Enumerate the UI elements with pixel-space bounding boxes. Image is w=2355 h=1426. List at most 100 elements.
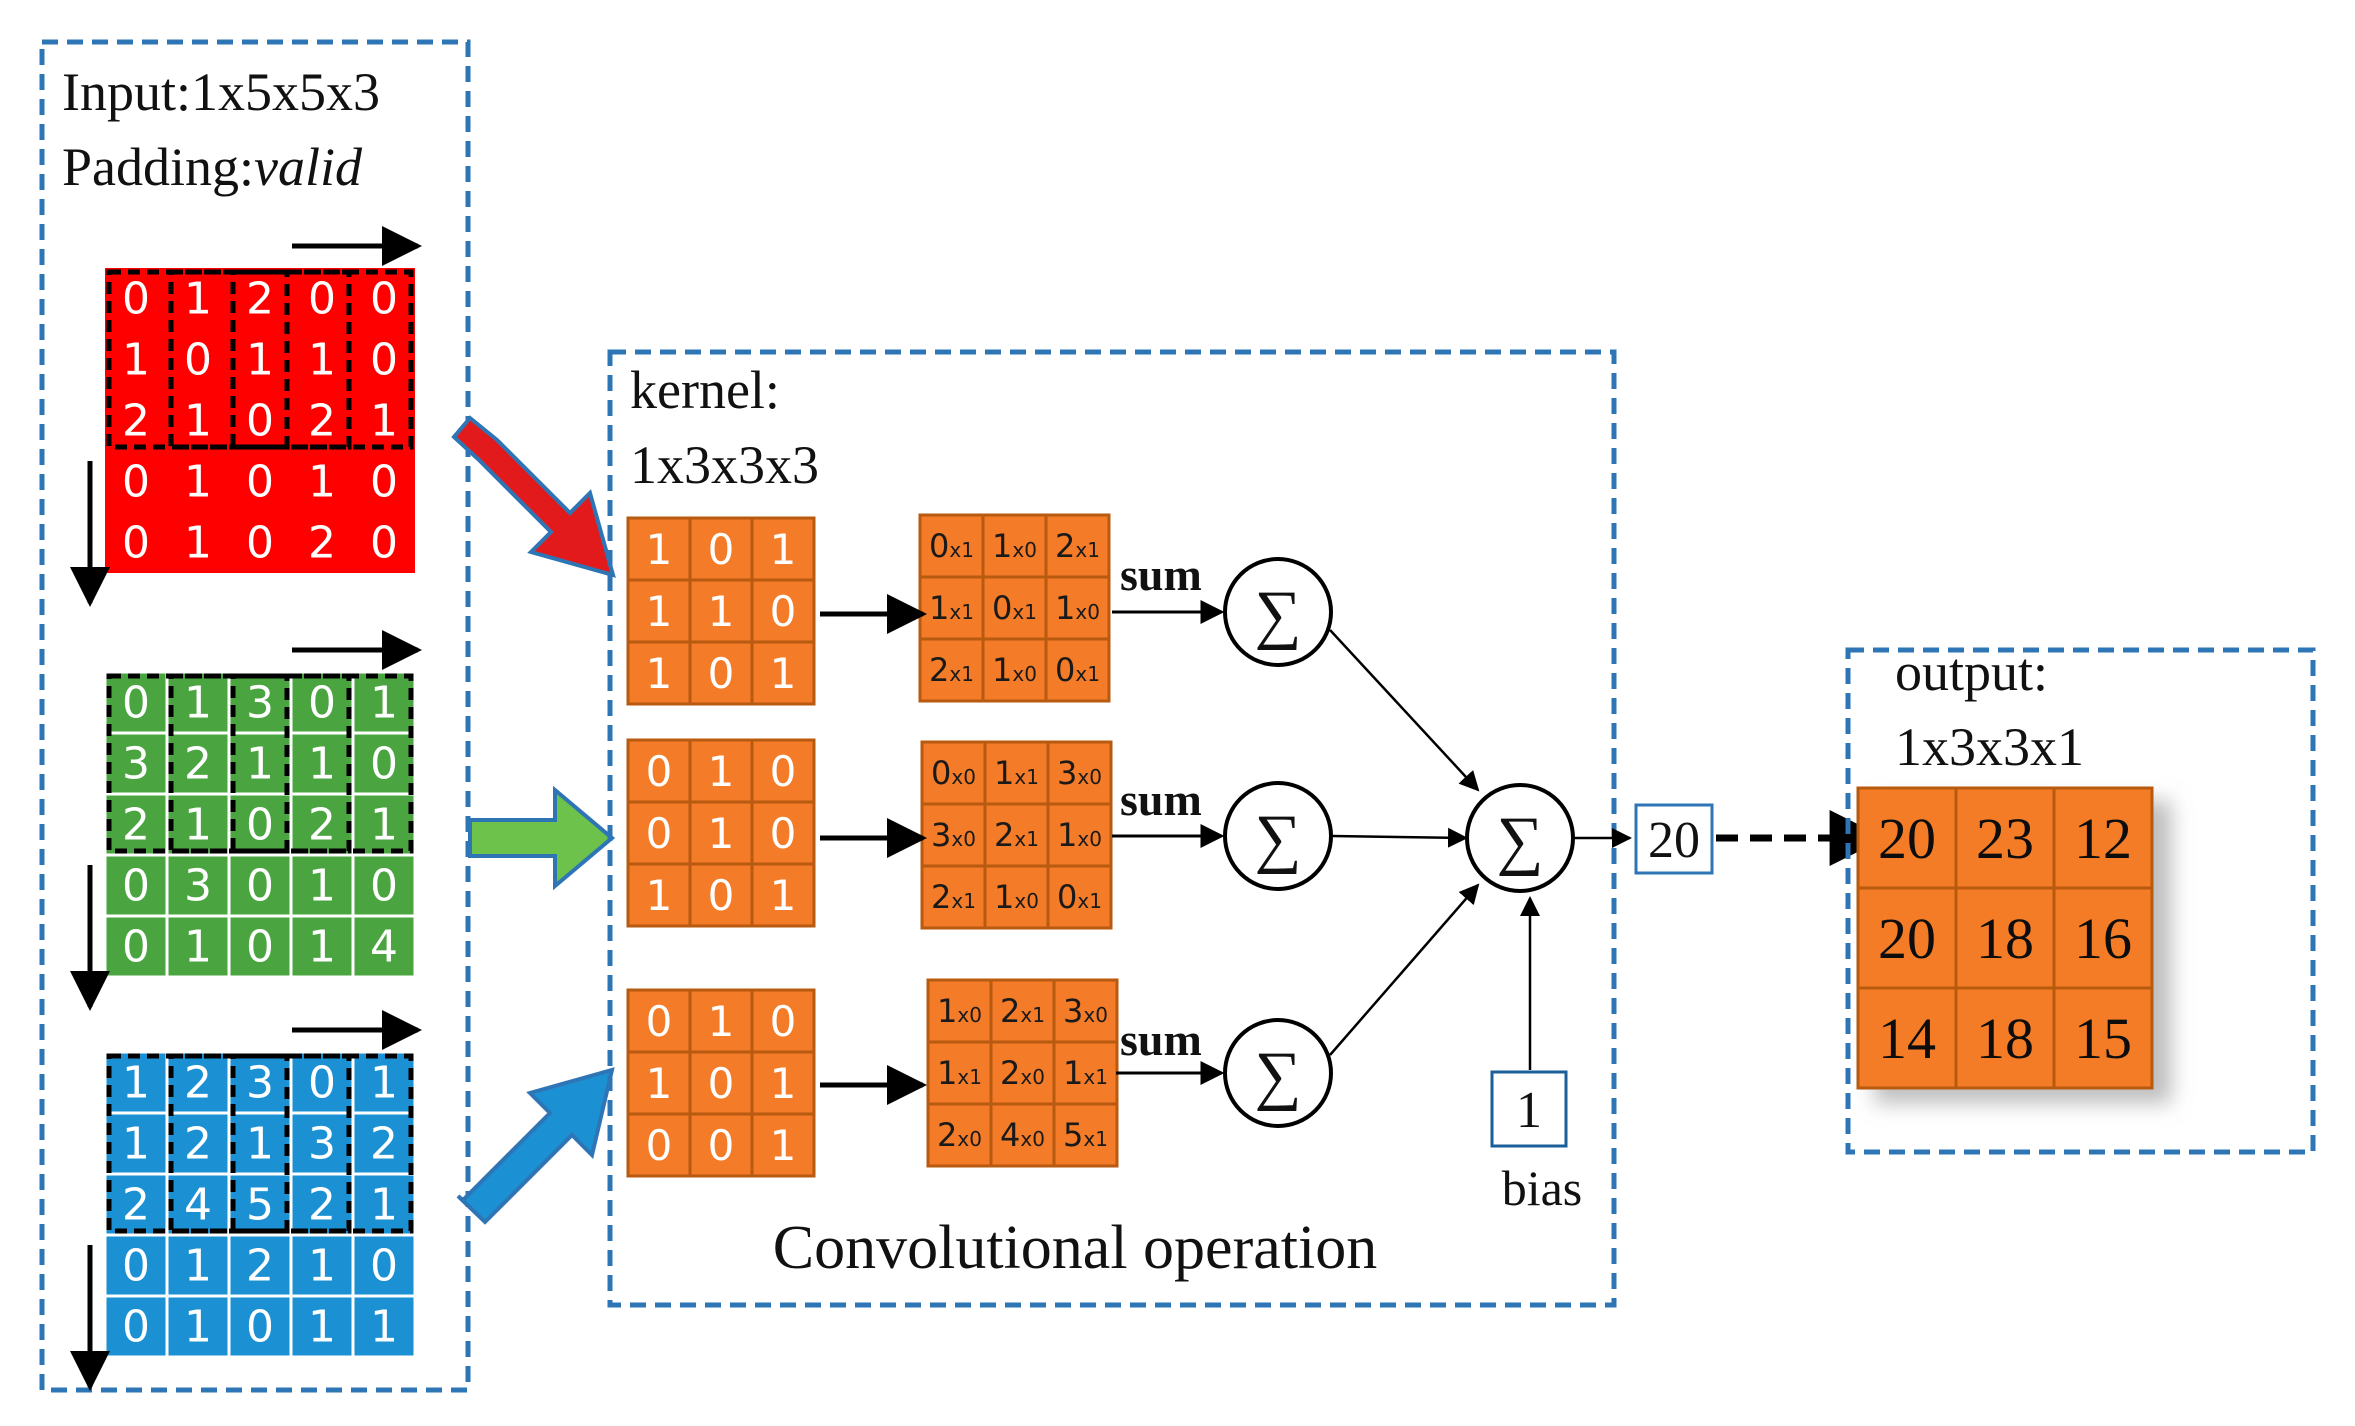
input-cell-value: 0 <box>370 518 398 569</box>
sigma-symbol: ∑ <box>1254 802 1301 875</box>
input-cell-value: 0 <box>308 1058 336 1109</box>
kernel-cell-value: 1 <box>708 997 735 1046</box>
kernel-cell <box>750 988 816 1054</box>
channel-background <box>105 268 415 573</box>
kernel-cell <box>688 640 754 706</box>
product-cell-value: 0x0 <box>931 754 976 792</box>
product-cell <box>983 802 1050 868</box>
input-cell-value: 0 <box>370 1241 398 1292</box>
product-cell <box>926 1040 993 1106</box>
input-cell-value: 0 <box>370 861 398 912</box>
kernel-cell-value: 0 <box>646 1121 673 1170</box>
input-cell-value: 1 <box>184 396 212 447</box>
product-cell-value: 1x0 <box>1055 589 1100 627</box>
kernel-cell <box>626 516 692 582</box>
input-cell-value: 0 <box>122 1302 150 1353</box>
bias-label: bias <box>1502 1160 1583 1216</box>
output-shape-label: 1x3x3x1 <box>1895 717 2084 777</box>
kernel-cell-value: 1 <box>646 1059 673 1108</box>
kernel-cell-value: 1 <box>770 871 797 920</box>
channel-sum-node-1: ∑ <box>1223 557 1333 667</box>
output-cell <box>1954 986 2056 1090</box>
product-cell-value: 0x1 <box>929 527 974 565</box>
input-cell-value: 1 <box>246 1119 274 1170</box>
channel-sum-node-2: ∑ <box>1223 781 1333 891</box>
total-sum-node: ∑ <box>1465 783 1575 893</box>
kernel-window-outline <box>230 269 414 450</box>
product-cell <box>1052 1040 1119 1106</box>
input-cell-value: 1 <box>370 1180 398 1231</box>
kernel-cell <box>750 1050 816 1116</box>
input-cell-value: 0 <box>246 861 274 912</box>
product-cell-value: 2x1 <box>1000 992 1045 1030</box>
product-cell <box>1052 1102 1119 1168</box>
sum-label-2: sum <box>1120 774 1202 825</box>
kernel-cell-value: 1 <box>646 587 673 636</box>
input-cell-value: 0 <box>122 457 150 508</box>
input-cell-value: 1 <box>122 1058 150 1109</box>
kernel-cell-value: 0 <box>708 1059 735 1108</box>
output-title: output: <box>1895 642 2048 702</box>
output-cell <box>1954 786 2056 890</box>
kernel-cell-value: 0 <box>770 809 797 858</box>
kernel-cell <box>750 1112 816 1178</box>
input-cell-value: 0 <box>246 800 274 851</box>
product-cell-value: 2x1 <box>994 816 1039 854</box>
input-cell-value: 2 <box>184 739 212 790</box>
input-cell-value: 0 <box>370 274 398 325</box>
output-cell-value: 20 <box>1878 806 1936 871</box>
input-cell-value: 2 <box>184 1119 212 1170</box>
kernel-cell-value: 0 <box>770 997 797 1046</box>
output-cell-value: 15 <box>2074 1006 2132 1071</box>
product-cell-value: 1x1 <box>994 754 1039 792</box>
output-cell-value: 12 <box>2074 806 2132 871</box>
input-cell-value: 1 <box>184 678 212 729</box>
input-cell-value: 2 <box>246 1241 274 1292</box>
input-cell-value: 1 <box>246 739 274 790</box>
product-cell-value: 2x0 <box>1000 1054 1045 1092</box>
kernel-cell-value: 0 <box>708 649 735 698</box>
input-cell-value: 1 <box>308 1241 336 1292</box>
product-cell-value: 1x1 <box>937 1054 982 1092</box>
input-cell-value: 4 <box>370 922 398 973</box>
input-cell-value: 0 <box>184 335 212 386</box>
red-channel-arrow <box>451 415 616 578</box>
channel-background <box>105 672 415 977</box>
input-cell-value: 0 <box>122 922 150 973</box>
kernel-cell-value: 1 <box>646 871 673 920</box>
convolution-caption: Convolutional operation <box>773 1214 1377 1282</box>
kernel-cell-value: 1 <box>708 587 735 636</box>
kernel-cell <box>688 800 754 866</box>
input-cell-value: 0 <box>122 861 150 912</box>
input-cell-value: 2 <box>122 800 150 851</box>
input-cell-value: 1 <box>184 457 212 508</box>
input-cell-value: 0 <box>246 396 274 447</box>
kernel-cell-value: 0 <box>646 747 673 796</box>
product-cell-value: 0x1 <box>992 589 1037 627</box>
kernel-cell-value: 1 <box>770 1059 797 1108</box>
input-cell-value: 2 <box>184 1058 212 1109</box>
input-cell-value: 3 <box>246 678 274 729</box>
input-cell-value: 1 <box>370 1302 398 1353</box>
sigma-symbol: ∑ <box>1496 804 1543 877</box>
product-cell-value: 1x0 <box>992 527 1037 565</box>
product-cell-value: 2x1 <box>929 651 974 689</box>
sum2-to-total-arrow <box>1331 827 1468 848</box>
kernel-cell-value: 0 <box>708 871 735 920</box>
product-cell-value: 4x0 <box>1000 1116 1045 1154</box>
kernel-cell-value: 0 <box>708 1121 735 1170</box>
green-channel-arrow <box>468 785 616 891</box>
input-cell-value: 1 <box>370 800 398 851</box>
kernel-window-outline <box>230 673 414 854</box>
input-cell-value: 2 <box>308 396 336 447</box>
product-cell-value: 2x1 <box>1055 527 1100 565</box>
kernel-cell <box>688 1112 754 1178</box>
input-cell-value: 0 <box>122 678 150 729</box>
